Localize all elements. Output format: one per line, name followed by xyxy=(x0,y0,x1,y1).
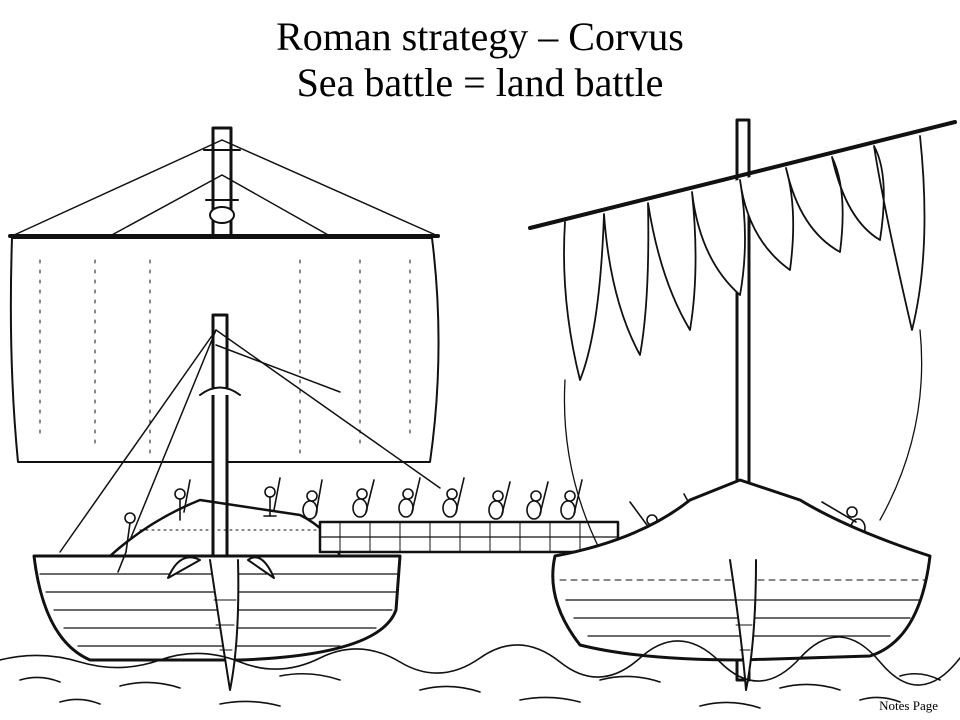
water xyxy=(0,636,960,709)
corvus-illustration xyxy=(0,118,960,709)
title-line-1: Roman strategy – Corvus xyxy=(276,14,684,59)
slide-title: Roman strategy – Corvus Sea battle = lan… xyxy=(0,14,960,106)
left-ship xyxy=(8,126,441,691)
corvus-bridge xyxy=(318,520,620,554)
notes-page-link[interactable]: Notes Page xyxy=(879,698,938,713)
right-ship xyxy=(528,118,957,691)
title-line-2: Sea battle = land battle xyxy=(296,60,664,105)
